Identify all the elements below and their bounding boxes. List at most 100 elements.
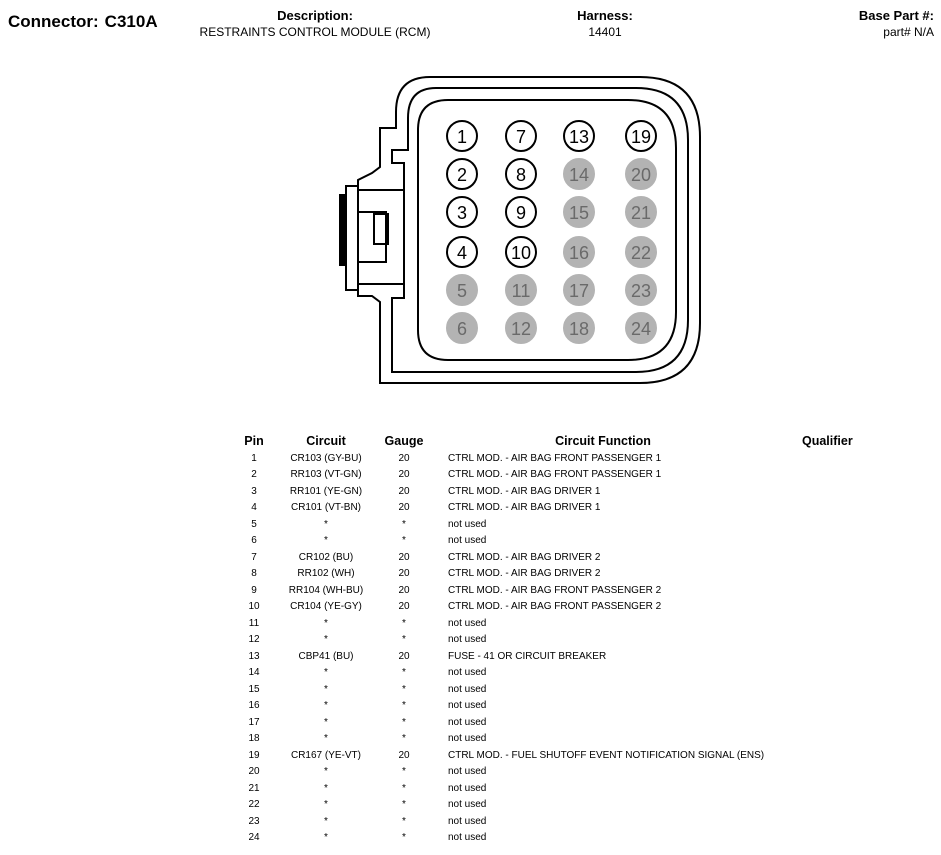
circuit-cell: * xyxy=(324,782,328,794)
table-row: 23**not used xyxy=(236,813,922,830)
circuit-cell: RR102 (WH) xyxy=(297,568,355,580)
pin-circle xyxy=(505,158,537,190)
circuit-cell: * xyxy=(324,518,328,530)
circuit-cell: * xyxy=(324,683,328,695)
function-cell: not used xyxy=(448,700,487,712)
gauge-cell: 20 xyxy=(398,749,410,761)
function-cell: CTRL MOD. - AIR BAG DRIVER 1 xyxy=(448,485,601,497)
base-part-label: Base Part #: xyxy=(858,8,934,23)
table-row: 21**not used xyxy=(236,780,922,797)
housing-inner-outline xyxy=(391,87,689,373)
pin-circle xyxy=(625,120,657,152)
gauge-cell: * xyxy=(402,700,406,712)
pin-3: 3 xyxy=(446,196,478,228)
function-cell: not used xyxy=(448,617,487,629)
gauge-cell: * xyxy=(402,667,406,679)
circuit-cell: CR104 (YE-GY) xyxy=(290,601,362,613)
circuit-cell: CR101 (VT-BN) xyxy=(290,502,361,514)
pin-9: 9 xyxy=(505,196,537,228)
pin-cell: 23 xyxy=(248,815,260,827)
table-row: 14**not used xyxy=(236,665,922,682)
housing-outer-outline xyxy=(357,76,701,384)
pin-10: 10 xyxy=(505,236,537,268)
table-header-row: Pin Circuit Gauge Circuit Function Quali… xyxy=(236,432,922,450)
table-row: 24**not used xyxy=(236,830,922,847)
function-cell: CTRL MOD. - AIR BAG DRIVER 2 xyxy=(448,568,601,580)
gauge-cell: * xyxy=(402,815,406,827)
circuit-cell: CR102 (BU) xyxy=(298,551,354,563)
table-row: 5**not used xyxy=(236,516,922,533)
pin-cell: 12 xyxy=(248,634,260,646)
qualifier-column-header: Qualifier xyxy=(802,434,853,448)
pin-circle xyxy=(563,120,595,152)
pin-cell: 8 xyxy=(251,568,257,580)
table-row: 15**not used xyxy=(236,681,922,698)
function-cell: not used xyxy=(448,634,487,646)
latch-window xyxy=(373,213,389,245)
circuit-cell: * xyxy=(324,700,328,712)
pin-1: 1 xyxy=(446,120,478,152)
pin-cell: 21 xyxy=(248,782,260,794)
circuit-cell: * xyxy=(324,815,328,827)
gauge-cell: * xyxy=(402,716,406,728)
pin-number-label: 13 xyxy=(569,127,589,147)
circuit-cell: * xyxy=(324,733,328,745)
table-row: 10 CR104 (YE-GY) 20 CTRL MOD. - AIR BAG FRO… xyxy=(236,599,922,616)
pin-circle xyxy=(625,236,657,268)
function-cell: CTRL MOD. - AIR BAG FRONT PASSENGER 2 xyxy=(448,601,662,613)
pin-cell: 14 xyxy=(248,667,260,679)
latch-tab xyxy=(339,194,346,266)
pin-circle xyxy=(563,196,595,228)
circuit-cell: RR103 (VT-GN) xyxy=(290,469,362,481)
table-row: 17**not used xyxy=(236,714,922,731)
connector-title: Connector:C310A xyxy=(8,12,158,32)
circuit-cell: CR167 (YE-VT) xyxy=(290,749,361,761)
pin-cell: 10 xyxy=(248,601,260,613)
pinout-table: Pin Circuit Gauge Circuit Function Quali… xyxy=(236,432,922,846)
pin-number-label: 24 xyxy=(631,319,651,339)
pin-number-label: 20 xyxy=(631,165,651,185)
pin-cell: 6 xyxy=(251,535,257,547)
circuit-cell: CBP41 (BU) xyxy=(298,650,354,662)
pin-circle xyxy=(446,236,478,268)
gauge-cell: 20 xyxy=(398,469,410,481)
pin-12: 12 xyxy=(505,312,537,344)
pin-cell: 2 xyxy=(251,469,257,481)
gauge-cell: 20 xyxy=(398,601,410,613)
pin-number-label: 10 xyxy=(511,243,531,263)
circuit-cell: CR103 (GY-BU) xyxy=(290,452,362,464)
pin-circle xyxy=(505,274,537,306)
gauge-cell: * xyxy=(402,617,406,629)
pin-circle xyxy=(625,196,657,228)
gauge-cell: 20 xyxy=(398,551,410,563)
table-row: 12**not used xyxy=(236,632,922,649)
gauge-cell: * xyxy=(402,535,406,547)
pin-24: 24 xyxy=(625,312,657,344)
pin-number-label: 4 xyxy=(457,243,467,263)
pin-number-label: 18 xyxy=(569,319,589,339)
pin-number-label: 8 xyxy=(516,165,526,185)
table-row: 11**not used xyxy=(236,615,922,632)
pin-7: 7 xyxy=(505,120,537,152)
table-row: 18**not used xyxy=(236,731,922,748)
pin-circle xyxy=(446,274,478,306)
circuit-cell: RR101 (YE-GN) xyxy=(289,485,363,497)
circuit-cell: * xyxy=(324,634,328,646)
pin-number-label: 19 xyxy=(631,127,651,147)
function-cell: not used xyxy=(448,832,487,844)
pin-circle xyxy=(505,120,537,152)
pin-cell: 22 xyxy=(248,799,260,811)
pin-14: 14 xyxy=(563,158,595,190)
pin-15: 15 xyxy=(563,196,595,228)
table-row: 22**not used xyxy=(236,797,922,814)
description-value: RESTRAINTS CONTROL MODULE (RCM) xyxy=(199,25,431,39)
pin-cell: 3 xyxy=(251,485,257,497)
function-cell: CTRL MOD. - FUEL SHUTOFF EVENT NOTIFICAT… xyxy=(448,749,765,761)
function-cell: not used xyxy=(448,733,487,745)
function-cell: not used xyxy=(448,799,487,811)
pin-cell: 5 xyxy=(251,518,257,530)
